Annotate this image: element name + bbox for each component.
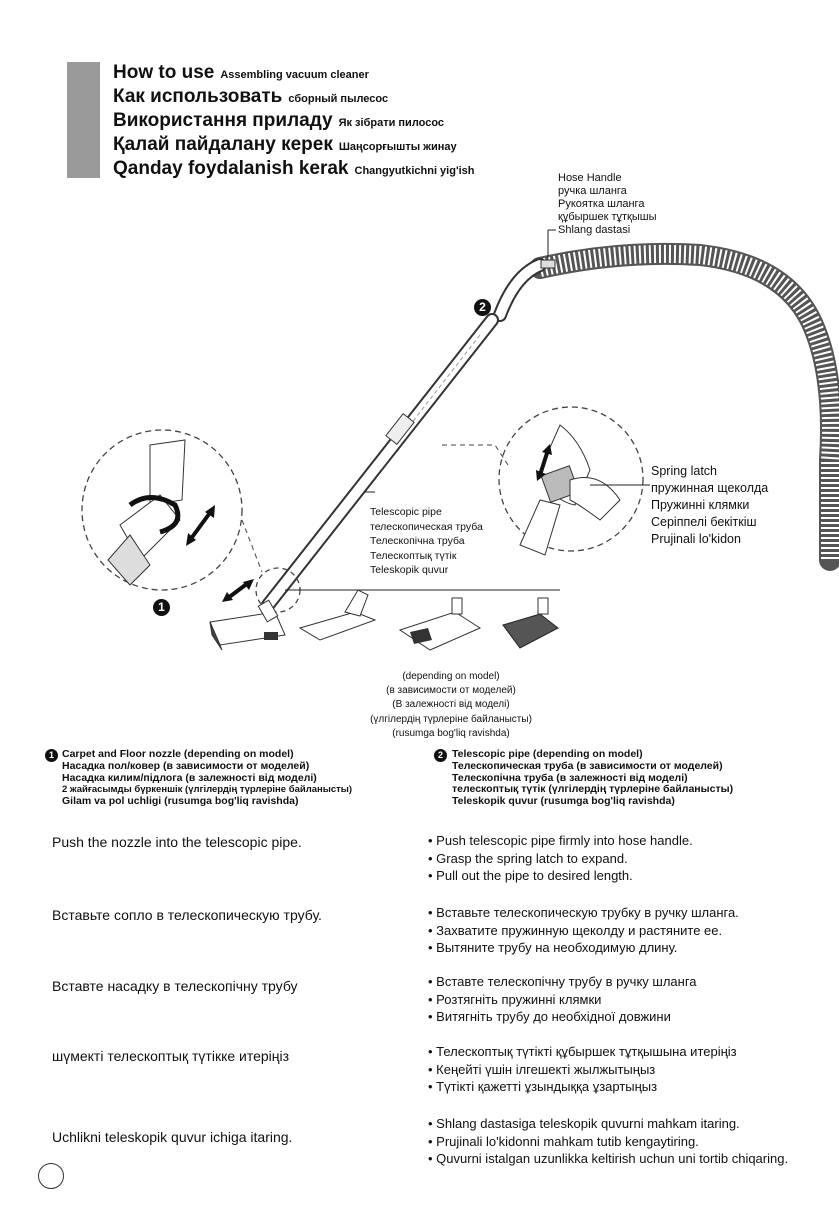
mini-turbo-nozzle-icon <box>502 597 559 649</box>
hose-handle-slider-icon <box>540 259 556 269</box>
page-number-circle <box>38 1163 64 1189</box>
instruction-left-ru: Вставьте сопло в телескопическую трубу. <box>52 907 322 923</box>
depending-on-model-label: (depending on model)(в зависимости от мо… <box>370 671 532 739</box>
instruction-right-uz: Shlang dastasiga teleskopik quvurni mahk… <box>428 1115 823 1168</box>
instruction-right-uk: Вставте телескопічну трубу в ручку шланг… <box>428 973 696 1026</box>
title-accent-bar <box>67 62 100 178</box>
floor-nozzle-icon <box>298 589 377 641</box>
instruction-right-ru: Вставьте телескопическую трубку в ручку … <box>428 904 739 957</box>
instruction-left-uk: Вставте насадку в телескопічну трубу <box>52 978 298 994</box>
instruction-left-en: Push the nozzle into the telescopic pipe… <box>52 834 302 850</box>
instruction-left-uz: Uchlikni teleskopik quvur ichiga itaring… <box>52 1129 293 1145</box>
section-1-badge: 1 <box>45 749 58 762</box>
push-arrow-icon <box>188 508 214 542</box>
section-1-header: Carpet and Floor nozzle (depending on mo… <box>62 748 353 808</box>
instruction-right-kk: Телескоптық түтікті құбыршек тұтқышына и… <box>428 1043 736 1096</box>
section-2-badge: 2 <box>434 749 447 762</box>
rotate-arrow-icon <box>128 495 181 535</box>
step-1-badge: 1 <box>153 599 170 616</box>
step-2-badge: 2 <box>474 299 491 316</box>
carpet-floor-nozzle-icon <box>209 599 286 651</box>
section-2-header: Telescopic pipe (depending on model)Теле… <box>452 748 734 808</box>
turbo-nozzle-icon <box>398 597 482 651</box>
instruction-left-kk: шүмекті телескоптық түтікке итеріңіз <box>52 1048 290 1064</box>
expand-arrow-icon <box>538 449 550 476</box>
instruction-right-en: Push telescopic pipe firmly into hose ha… <box>428 832 693 885</box>
